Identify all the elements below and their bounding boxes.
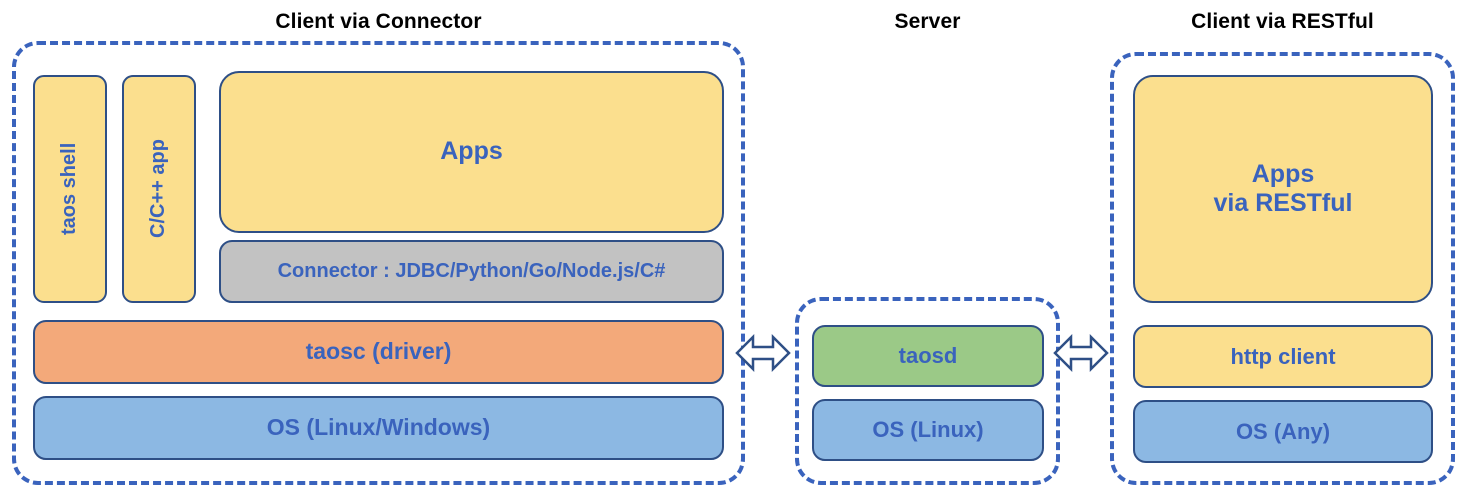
node-os-linux-windows-label: OS (Linux/Windows) xyxy=(266,414,491,441)
node-cpp-app[interactable]: C/C++ app xyxy=(122,75,196,303)
node-taosd-label: taosd xyxy=(898,343,958,369)
node-os-linux-label: OS (Linux) xyxy=(872,417,984,443)
node-apps[interactable]: Apps xyxy=(219,71,724,233)
node-os-any[interactable]: OS (Any) xyxy=(1133,400,1433,463)
arrow-server-to-restful-client xyxy=(1053,325,1109,381)
node-apps-via-restful[interactable]: Apps via RESTful xyxy=(1133,75,1433,303)
node-connector-label: Connector : JDBC/Python/Go/Node.js/C# xyxy=(277,259,666,282)
node-os-any-label: OS (Any) xyxy=(1235,418,1331,444)
node-taosc-driver-label: taosc (driver) xyxy=(305,338,452,365)
node-apps-via-restful-label-line1: Apps xyxy=(1251,159,1315,188)
node-taos-shell-label: taos shell xyxy=(58,142,81,236)
client-connector-container xyxy=(12,41,745,485)
node-os-linux-windows[interactable]: OS (Linux/Windows) xyxy=(33,396,724,460)
node-taosd[interactable]: taosd xyxy=(812,325,1044,387)
node-apps-via-restful-label-line2: via RESTful xyxy=(1213,189,1353,217)
node-os-linux[interactable]: OS (Linux) xyxy=(812,399,1044,461)
node-taosc-driver[interactable]: taosc (driver) xyxy=(33,320,724,384)
node-taos-shell[interactable]: taos shell xyxy=(33,75,107,303)
node-cpp-app-label: C/C++ app xyxy=(147,139,170,239)
server-container xyxy=(795,297,1060,485)
group-title-client-restful: Client via RESTful xyxy=(1191,10,1374,33)
group-title-client-connector: Client via Connector xyxy=(275,10,482,33)
group-title-server: Server xyxy=(894,10,961,33)
client-restful-container xyxy=(1110,52,1455,485)
node-http-client[interactable]: http client xyxy=(1133,325,1433,388)
node-connector[interactable]: Connector : JDBC/Python/Go/Node.js/C# xyxy=(219,240,724,303)
arrow-client-to-server xyxy=(735,325,791,381)
node-http-client-label: http client xyxy=(1230,343,1336,369)
node-apps-label: Apps xyxy=(440,137,503,166)
